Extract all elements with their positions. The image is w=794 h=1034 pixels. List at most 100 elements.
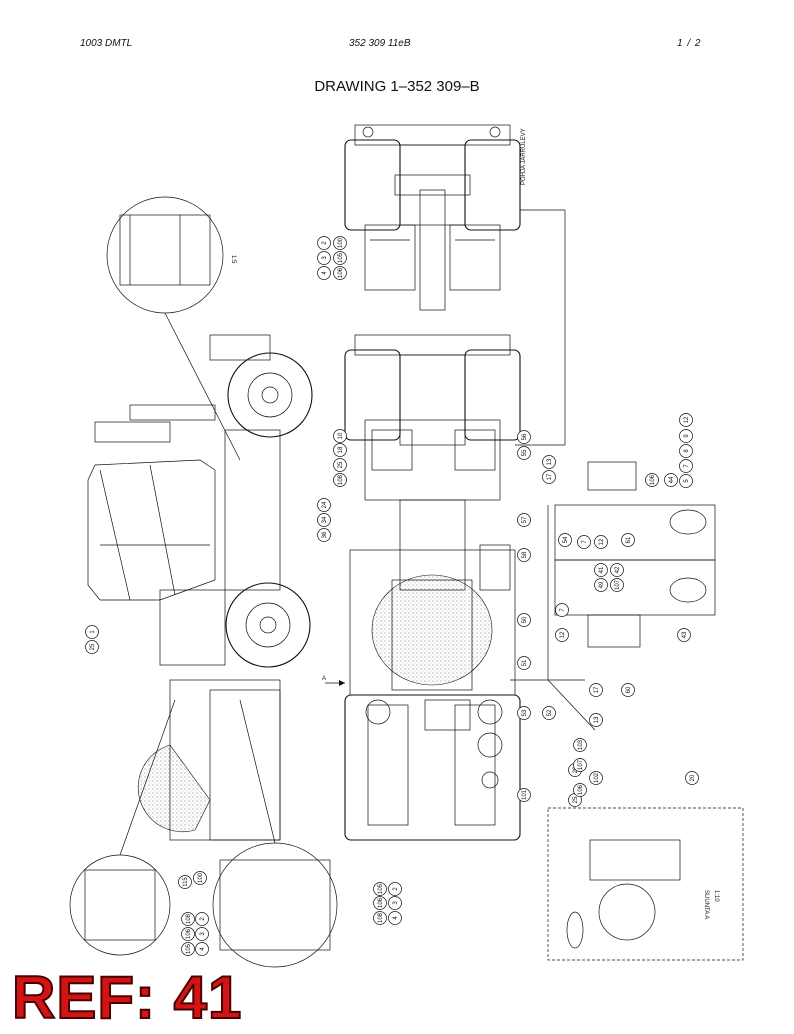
callout-circle: [317, 528, 331, 542]
callout-19: 7: [577, 535, 591, 549]
callout-number: 105: [338, 252, 344, 263]
callout-circle: [573, 738, 587, 752]
callout-65: 105: [373, 882, 387, 896]
callout-circle: [645, 473, 659, 487]
callout-36: 51: [517, 656, 531, 670]
callout-20: 12: [594, 535, 608, 549]
callout-circle: [542, 470, 556, 484]
callout-circle: [677, 628, 691, 642]
callout-number: 2: [322, 241, 328, 245]
callout-circle: [589, 713, 603, 727]
callout-26: 61: [621, 533, 635, 547]
callout-66: 106: [373, 896, 387, 910]
machine-side-view: [87, 334, 313, 841]
callout-circle: [517, 446, 531, 460]
callout-37: 52: [542, 706, 556, 720]
callout-circle: [333, 251, 347, 265]
callout-circle: [517, 430, 531, 444]
callout-number: 105: [378, 883, 384, 894]
callout-circle: [577, 535, 591, 549]
callout-16: 17: [542, 470, 556, 484]
callout-17: 57: [517, 513, 531, 527]
callout-circle: [333, 443, 347, 457]
callout-number: 105: [186, 943, 192, 954]
callout-number: 58: [522, 551, 528, 558]
callout-circle: [333, 236, 347, 250]
callout-43: 7: [555, 603, 569, 617]
callout-circle: [558, 533, 572, 547]
view-a-label: A: [322, 676, 326, 682]
callout-14: 56: [517, 430, 531, 444]
callout-number: 12: [684, 416, 690, 423]
callout-number: 107: [578, 759, 584, 770]
callout-50: 107: [573, 758, 587, 772]
callout-circle: [85, 640, 99, 654]
callout-23: 49: [594, 578, 608, 592]
callout-59: 3: [195, 927, 209, 941]
callout-47: 20: [685, 771, 699, 785]
callout-number: 106: [578, 784, 584, 795]
callout-number: 7: [582, 540, 588, 544]
callout-circle: [555, 628, 569, 642]
callout-67: 108: [373, 911, 387, 925]
callout-circle: [193, 871, 207, 885]
callout-18: 58: [517, 548, 531, 562]
callout-number: 34: [322, 516, 328, 523]
callout-number: 9: [684, 434, 690, 438]
detail-circles: SUUNTA A 1:10 POHJA JARRULEVY 1:5: [69, 128, 744, 968]
callout-number: 20: [690, 774, 696, 781]
callout-circle: [317, 266, 331, 280]
callout-circle: [388, 911, 402, 925]
chassis-top-view: A: [322, 334, 521, 841]
callout-58: 2: [195, 912, 209, 926]
callout-circle: [679, 474, 693, 488]
callout-number: 101: [522, 789, 528, 800]
hydraulic-system: [510, 209, 716, 731]
callout-number: 17: [594, 686, 600, 693]
header-doc-code: 1003 DMTL: [80, 38, 133, 49]
callout-28: 44: [664, 473, 678, 487]
callout-circle: [685, 771, 699, 785]
callout-circle: [621, 533, 635, 547]
callout-13: 55: [517, 446, 531, 460]
callout-number: 42: [615, 566, 621, 573]
callout-number: 108: [378, 912, 384, 923]
callout-3: 100: [333, 236, 347, 250]
callout-number: 51: [522, 659, 528, 666]
callout-number: 2: [200, 917, 206, 921]
callout-7: 18: [333, 443, 347, 457]
callout-circle: [542, 455, 556, 469]
callout-number: 3: [393, 901, 399, 905]
callout-number: 55: [522, 449, 528, 456]
callout-5: 106: [333, 266, 347, 280]
callout-number: 49: [599, 581, 605, 588]
callout-number: 106: [186, 928, 192, 939]
callout-62: 2: [388, 882, 402, 896]
callout-circle: [573, 783, 587, 797]
callout-circle: [517, 706, 531, 720]
callout-33: 5: [679, 474, 693, 488]
callout-number: 100: [338, 237, 344, 248]
callout-40: 17: [589, 683, 603, 697]
callout-circle: [594, 578, 608, 592]
callout-number: 2: [393, 887, 399, 891]
callout-circle: [679, 429, 693, 443]
callout-0: 2: [317, 236, 331, 250]
rear-axle-top-view: [344, 124, 521, 311]
callout-number: 100: [198, 872, 204, 883]
callout-number: 12: [599, 538, 605, 545]
callout-circle: [610, 563, 624, 577]
pohja-label: POHJA JARRULEVY: [521, 128, 527, 185]
callout-number: 36: [322, 531, 328, 538]
callout-number: 8: [684, 449, 690, 453]
callout-circle: [181, 927, 195, 941]
callout-circle: [333, 473, 347, 487]
callout-number: 4: [393, 916, 399, 920]
callout-number: 13: [547, 458, 553, 465]
callout-circle: [388, 882, 402, 896]
callout-number: 18: [338, 446, 344, 453]
callout-60: 4: [195, 942, 209, 956]
callout-circle: [181, 942, 195, 956]
drawing-title: DRAWING 1–352 309–B: [314, 78, 480, 95]
callout-38: 53: [517, 706, 531, 720]
